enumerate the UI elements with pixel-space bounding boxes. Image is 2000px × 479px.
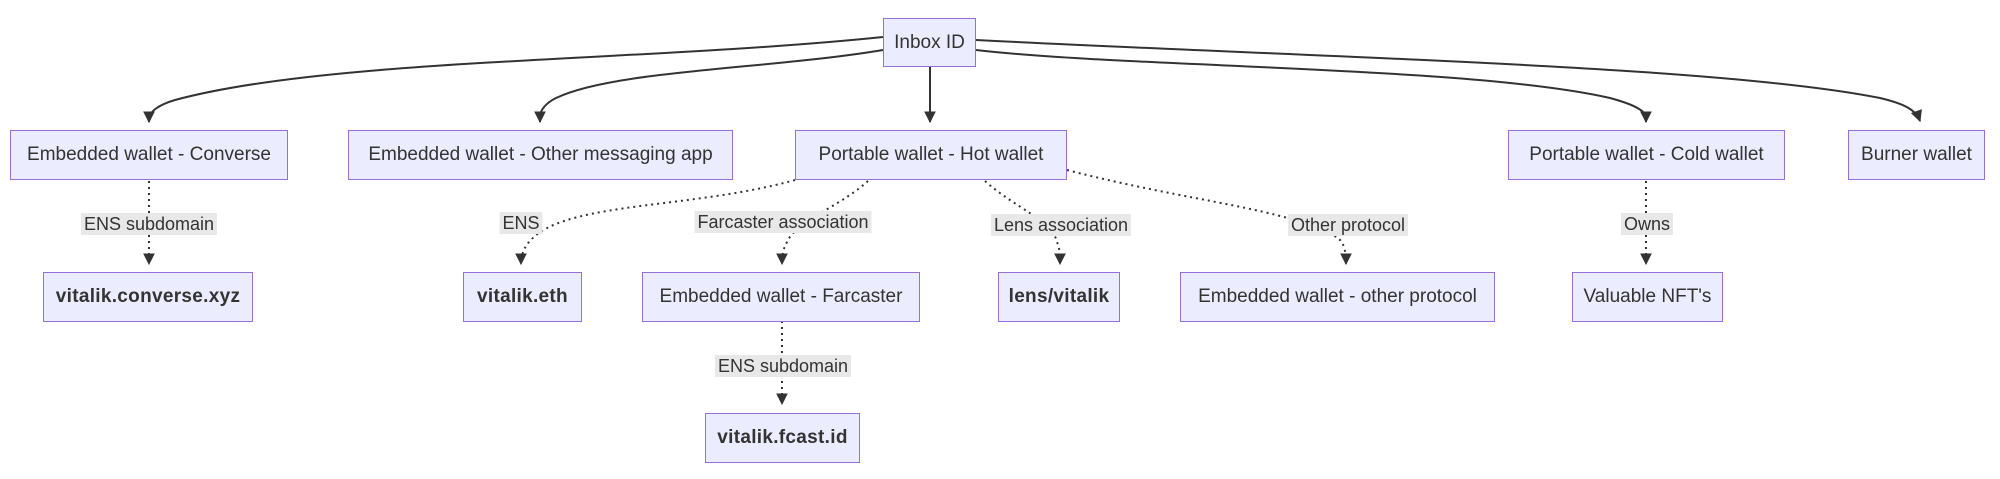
edge-label-farcaster-association: Farcaster association bbox=[694, 211, 872, 233]
edge-label-other-protocol: Other protocol bbox=[1287, 214, 1409, 236]
node-embedded-wallet-converse: Embedded wallet - Converse bbox=[10, 130, 288, 180]
edge-label-ens-subdomain: ENS subdomain bbox=[80, 213, 218, 235]
edge-inbox-to-converse bbox=[143, 36, 884, 124]
node-lens-vitalik: lens/vitalik bbox=[998, 272, 1120, 322]
node-vitalik-fcast-id: vitalik.fcast.id bbox=[705, 413, 860, 463]
node-vitalik-converse-xyz: vitalik.converse.xyz bbox=[43, 272, 253, 322]
edge-hot-wallet-to-farcaster bbox=[776, 180, 869, 266]
node-vitalik-eth: vitalik.eth bbox=[463, 272, 582, 322]
node-portable-wallet-cold: Portable wallet - Cold wallet bbox=[1508, 130, 1785, 180]
node-embedded-wallet-other-messaging-app: Embedded wallet - Other messaging app bbox=[348, 130, 733, 180]
node-burner-wallet: Burner wallet bbox=[1848, 130, 1985, 180]
edge-hot-wallet-to-vitalik-eth bbox=[515, 179, 796, 266]
node-valuable-nfts: Valuable NFT's bbox=[1572, 272, 1723, 322]
edge-label-lens-association: Lens association bbox=[990, 214, 1132, 236]
node-inbox-id: Inbox ID bbox=[883, 18, 976, 67]
edge-label-ens-subdomain-farcaster: ENS subdomain bbox=[714, 355, 852, 377]
node-embedded-wallet-farcaster: Embedded wallet - Farcaster bbox=[642, 272, 920, 322]
edge-inbox-to-burner bbox=[975, 39, 1922, 123]
edge-label-owns: Owns bbox=[1620, 213, 1674, 235]
edge-inbox-to-cold-wallet bbox=[975, 49, 1652, 124]
edge-label-ens: ENS bbox=[499, 212, 543, 234]
edge-hot-wallet-to-lens bbox=[984, 180, 1066, 266]
node-embedded-wallet-other-protocol: Embedded wallet - other protocol bbox=[1180, 272, 1495, 322]
node-portable-wallet-hot: Portable wallet - Hot wallet bbox=[795, 130, 1067, 180]
edge-inbox-to-other-messaging bbox=[534, 49, 884, 124]
